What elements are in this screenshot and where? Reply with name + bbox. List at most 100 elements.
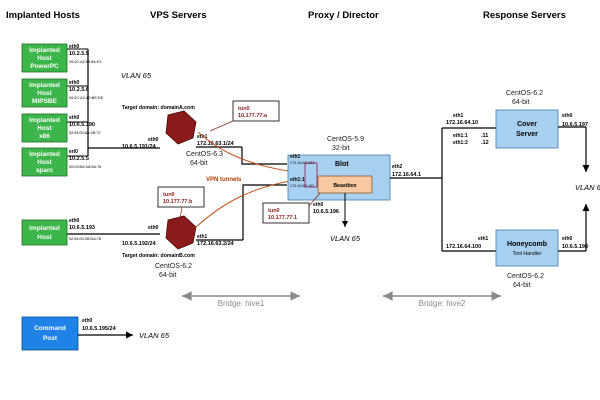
- svg-text:x86: x86: [39, 133, 50, 140]
- svg-text:.11: .11: [481, 133, 488, 139]
- svg-text:10.6.5.195/24: 10.6.5.195/24: [82, 326, 117, 332]
- svg-text:172.16.64.1: 172.16.64.1: [392, 172, 421, 178]
- svg-text:Implanted: Implanted: [29, 47, 60, 54]
- svg-text:64-bit: 64-bit: [159, 272, 177, 279]
- vps1-target-domain: Target domain: domainA.com: [122, 105, 195, 111]
- vps2-target-domain: Target domain: domainB.com: [122, 253, 195, 259]
- implanted-host-sparc[interactable]: Implanted Host sparc: [21, 147, 68, 177]
- svg-text:Host: Host: [37, 90, 52, 97]
- svg-text:eth0: eth0: [69, 44, 80, 50]
- svg-text:eth0: eth0: [562, 113, 573, 119]
- implanted-host-mipsbe[interactable]: Implanted Host MIPSBE: [21, 78, 68, 108]
- command-post[interactable]: Command Post: [21, 316, 79, 351]
- svg-text:eth0: eth0: [69, 80, 80, 86]
- svg-text:.12: .12: [481, 140, 489, 146]
- svg-text:CentOS-5.9: CentOS-5.9: [327, 136, 364, 143]
- svg-text:172.16.63.2/24: 172.16.63.2/24: [197, 241, 235, 247]
- svg-text:10.6.5.191/24: 10.6.5.191/24: [122, 144, 157, 150]
- svg-text:172.16.63.101: 172.16.63.101: [290, 161, 314, 165]
- cover-server[interactable]: Cover Server: [495, 109, 559, 149]
- beastbox[interactable]: Beastbox: [317, 175, 373, 194]
- bridge-hive1-label: Bridge: hive1: [218, 299, 265, 308]
- svg-text:CentOS-6.2: CentOS-6.2: [155, 263, 192, 270]
- svg-text:tun0: tun0: [268, 208, 280, 214]
- svg-text:10.6.5.190: 10.6.5.190: [69, 122, 95, 128]
- honeycomb-server[interactable]: Honeycomb Tool Handler: [495, 229, 559, 267]
- svg-text:10.6.5.198: 10.6.5.198: [562, 244, 588, 250]
- svg-text:Host: Host: [37, 55, 52, 62]
- vlan-65-center: VLAN 65: [330, 234, 361, 243]
- svg-text:10.2.5.5: 10.2.5.5: [69, 51, 89, 57]
- svg-text:eth0: eth0: [69, 115, 80, 121]
- implanted-host-bottom[interactable]: Implanted Host: [21, 219, 68, 246]
- svg-text:Post: Post: [43, 335, 58, 342]
- svg-text:MIPSBE: MIPSBE: [32, 98, 58, 105]
- svg-text:52:54:00:2B:DA:78: 52:54:00:2B:DA:78: [69, 237, 101, 241]
- vps1-tun-box: tun0 10.177.77.a: [232, 100, 280, 122]
- svg-text:172.16.63.102: 172.16.63.102: [290, 184, 314, 188]
- vpn-tunnels-label: VPN tunnels: [206, 177, 242, 183]
- vps2-router-icon[interactable]: [165, 215, 197, 250]
- svg-text:eth1: eth1: [197, 234, 208, 240]
- svg-text:32-bit: 32-bit: [332, 145, 350, 152]
- blot-tun-box: tun0 10.177.77.1: [262, 202, 310, 224]
- svg-text:Host: Host: [37, 159, 52, 166]
- svg-text:10.177.77.b: 10.177.77.b: [163, 199, 193, 205]
- svg-text:eth1: eth1: [478, 236, 489, 242]
- svg-text:sparc: sparc: [36, 167, 54, 174]
- svg-text:10.2.5.5: 10.2.5.5: [69, 156, 89, 162]
- header-response-servers: Response Servers: [483, 10, 566, 21]
- bridge-hive2-label: Bridge: hive2: [419, 299, 466, 308]
- svg-text:CentOS-6.2: CentOS-6.2: [506, 90, 543, 97]
- svg-text:00:0C:A2:59:8A:E1: 00:0C:A2:59:8A:E1: [69, 60, 102, 64]
- svg-text:eth0: eth0: [82, 318, 93, 324]
- svg-text:eri0: eri0: [69, 149, 78, 155]
- svg-text:Host: Host: [37, 234, 52, 241]
- svg-text:Implanted: Implanted: [29, 225, 60, 232]
- svg-text:10.177.77.1: 10.177.77.1: [268, 215, 297, 221]
- svg-text:eth1: eth1: [453, 113, 464, 119]
- header-vps-servers: VPS Servers: [150, 10, 207, 21]
- svg-text:10.6.5.197: 10.6.5.197: [562, 122, 588, 128]
- svg-text:eth2: eth2: [392, 164, 403, 170]
- svg-text:64-bit: 64-bit: [513, 282, 531, 289]
- svg-text:CentOS-6.3: CentOS-6.3: [186, 151, 223, 158]
- header-proxy-director: Proxy / Director: [308, 10, 379, 21]
- svg-text:PowerPC: PowerPC: [30, 63, 59, 70]
- implanted-host-x86[interactable]: Implanted Host x86: [21, 113, 68, 143]
- svg-text:eth0: eth0: [148, 137, 159, 143]
- svg-text:64-bit: 64-bit: [190, 160, 208, 167]
- svg-text:Implanted: Implanted: [29, 151, 60, 158]
- svg-text:Implanted: Implanted: [29, 82, 60, 89]
- svg-text:10.2.5.6: 10.2.5.6: [69, 87, 89, 93]
- svg-text:eth0: eth0: [562, 236, 573, 242]
- svg-text:10.177.77.a: 10.177.77.a: [238, 113, 268, 119]
- svg-text:Blot: Blot: [335, 161, 349, 168]
- svg-text:10.6.5.196: 10.6.5.196: [313, 209, 339, 215]
- svg-text:Tool Handler: Tool Handler: [512, 251, 541, 257]
- svg-text:Beastbox: Beastbox: [333, 183, 356, 189]
- svg-text:52:54:00:8A:2B:72: 52:54:00:8A:2B:72: [69, 131, 100, 135]
- svg-text:172.16.64.100: 172.16.64.100: [446, 244, 481, 250]
- implanted-host-powerpc[interactable]: Implanted Host PowerPC: [21, 43, 68, 73]
- svg-text:tun0: tun0: [238, 106, 250, 112]
- svg-text:64-bit: 64-bit: [512, 99, 530, 106]
- svg-text:Cover: Cover: [517, 121, 537, 128]
- svg-text:10.6.5.192/24: 10.6.5.192/24: [122, 241, 157, 247]
- vps1-router-icon[interactable]: [165, 110, 197, 145]
- svg-text:172.16.64.10: 172.16.64.10: [446, 120, 478, 126]
- vlan-65-command: VLAN 65: [139, 331, 170, 340]
- svg-text:Implanted: Implanted: [29, 117, 60, 124]
- vlan-65-left: VLAN 65: [121, 71, 152, 80]
- svg-text:172.16.63.1/24: 172.16.63.1/24: [197, 141, 235, 147]
- svg-text:eth1:1: eth1:1: [453, 133, 468, 139]
- svg-text:eth0: eth0: [313, 202, 324, 208]
- header-implanted-hosts: Implanted Hosts: [6, 10, 80, 21]
- svg-text:Honeycomb: Honeycomb: [507, 241, 547, 248]
- svg-text:eth1: eth1: [197, 134, 208, 140]
- svg-text:eth1: eth1: [290, 154, 301, 160]
- svg-text:Server: Server: [516, 131, 538, 138]
- vps2-tun-box: tun0 10.177.77.b: [157, 186, 205, 208]
- svg-text:Host: Host: [37, 125, 52, 132]
